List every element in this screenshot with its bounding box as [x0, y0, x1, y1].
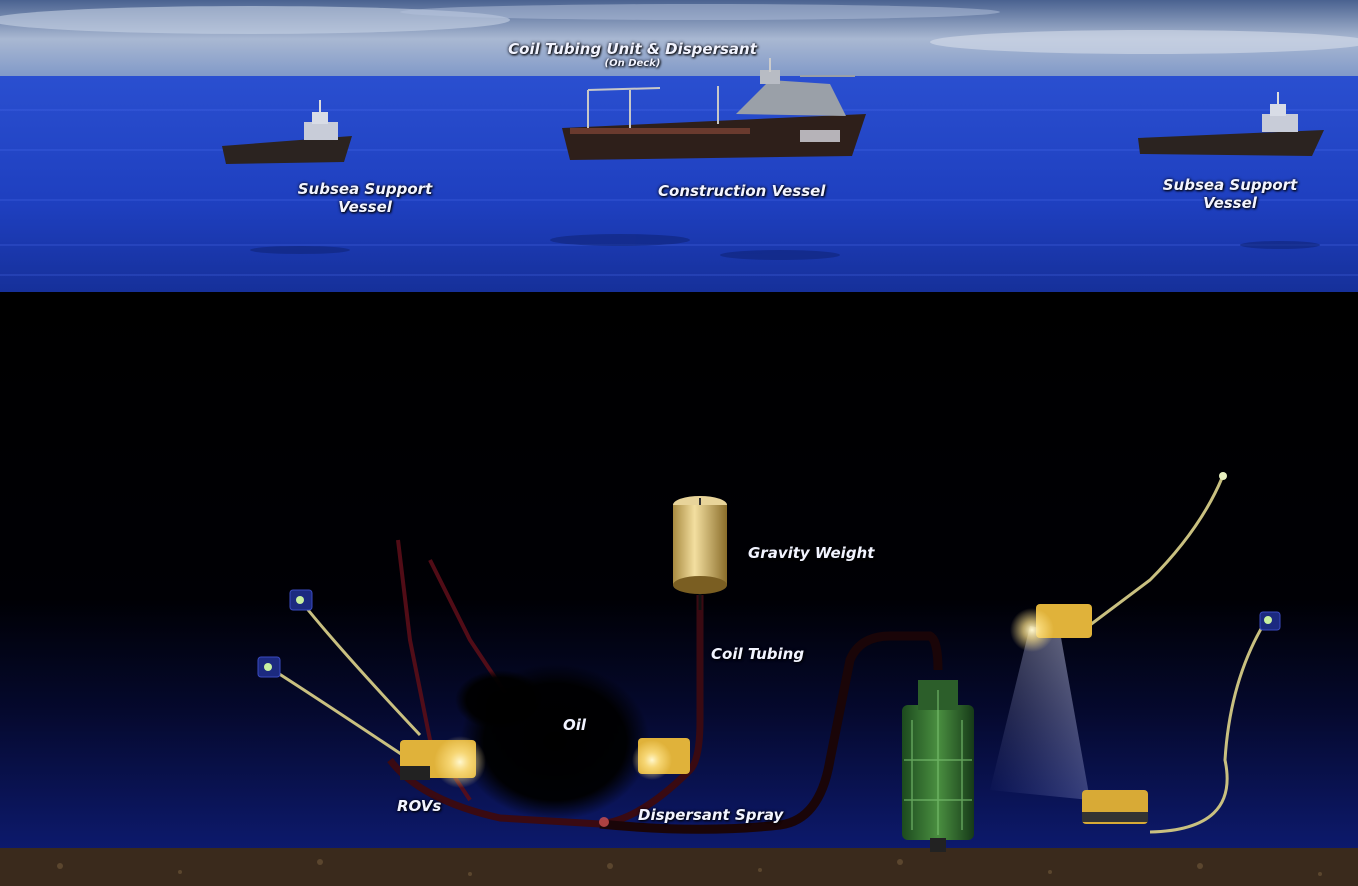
gravity-weight-label: Gravity Weight: [748, 544, 875, 562]
coil-tubing-line: [387, 595, 704, 828]
right-support-vessel-label-line2: Vessel: [1203, 194, 1257, 212]
rov-light-beam: [990, 626, 1090, 800]
left-support-vessel-label: Subsea Support Vessel: [280, 180, 450, 216]
construction-vessel: [562, 58, 866, 160]
right-support-vessel: [1138, 92, 1324, 156]
rov-right-upper: [1010, 604, 1092, 652]
right-support-vessel-label: Subsea Support Vessel: [1145, 176, 1315, 212]
coil-tubing-label: Coil Tubing: [711, 645, 805, 663]
construction-vessel-label: Construction Vessel: [658, 182, 826, 200]
gravity-weight: [673, 496, 727, 610]
dispersant-spray-label: Dispersant Spray: [638, 806, 784, 824]
oil-label: Oil: [563, 716, 587, 734]
rov-center: [632, 738, 690, 780]
coil-tubing-to-wellhead: [599, 631, 943, 834]
left-support-vessel-label-line2: Vessel: [338, 198, 392, 216]
sea-surface: [0, 76, 1358, 292]
seafloor: [0, 848, 1358, 886]
left-support-vessel-label-line1: Subsea Support: [297, 180, 433, 198]
deck-label-text: Coil Tubing Unit & Dispersant: [508, 40, 757, 58]
left-support-vessel: [222, 100, 352, 164]
deck-label: Coil Tubing Unit & Dispersant (On Deck): [490, 40, 775, 70]
rov-left: [400, 736, 486, 788]
rov-right-lower: [1082, 790, 1148, 824]
rovs-label: ROVs: [397, 797, 442, 815]
right-support-vessel-label-line1: Subsea Support: [1162, 176, 1298, 194]
deck-sublabel-text: (On Deck): [604, 58, 661, 69]
wellhead: [902, 680, 974, 852]
